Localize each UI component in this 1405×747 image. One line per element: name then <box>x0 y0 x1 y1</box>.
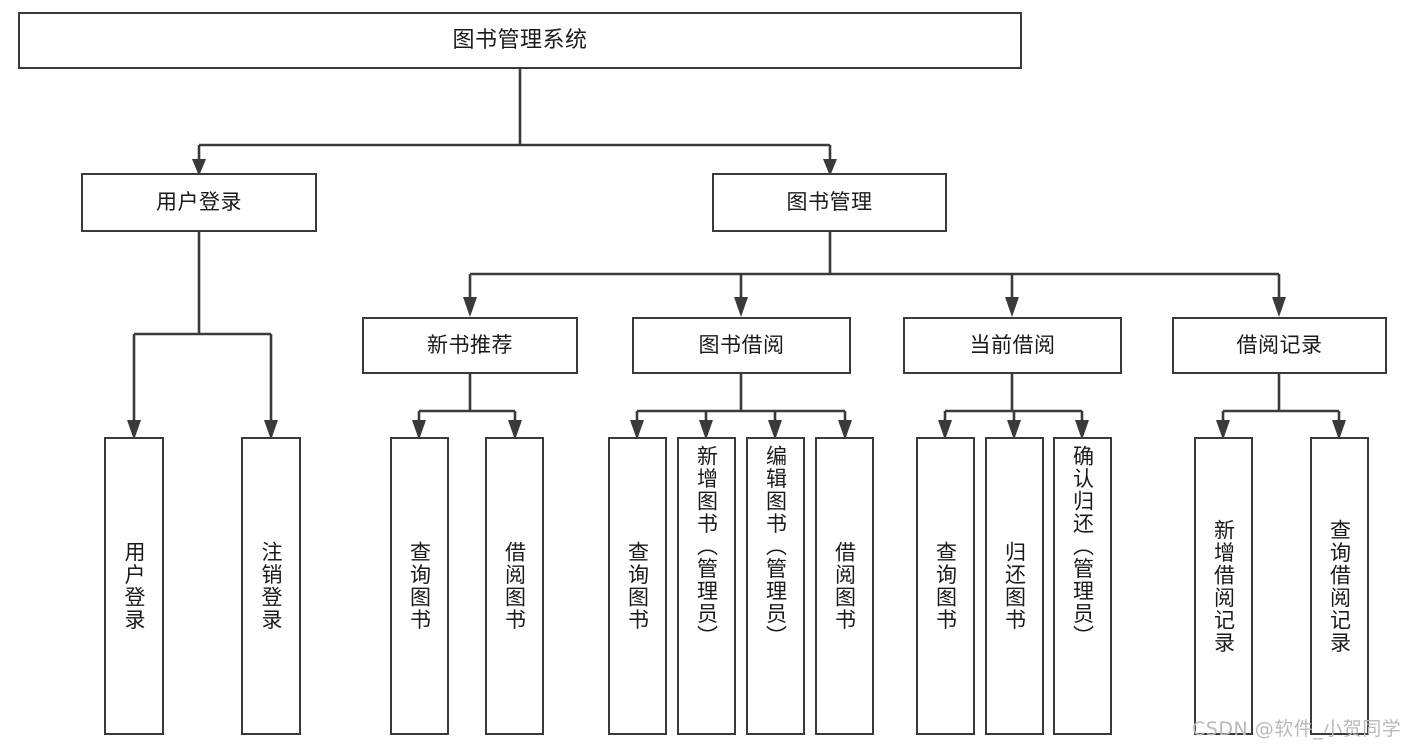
node-user-login[interactable]: 用户登录 <box>81 173 317 232</box>
node-leaf-borrow-book-2-label: 借阅图书 <box>832 541 857 631</box>
node-leaf-query-record[interactable]: 查询借阅记录 <box>1310 437 1369 735</box>
node-current-borrow[interactable]: 当前借阅 <box>903 317 1122 374</box>
node-leaf-query-book-2[interactable]: 查询图书 <box>608 437 667 735</box>
node-leaf-user-logout-label: 注销登录 <box>259 541 284 631</box>
node-leaf-user-login-label: 用户登录 <box>122 541 147 631</box>
node-leaf-query-book-2-label: 查询图书 <box>625 541 650 631</box>
node-root-label: 图书管理系统 <box>452 27 588 53</box>
node-book-manage-label: 图书管理 <box>786 190 873 215</box>
node-leaf-query-book-3[interactable]: 查询图书 <box>916 437 975 735</box>
node-leaf-query-book-1[interactable]: 查询图书 <box>390 437 449 735</box>
node-root[interactable]: 图书管理系统 <box>18 12 1022 69</box>
node-user-login-label: 用户登录 <box>156 190 242 215</box>
node-book-manage[interactable]: 图书管理 <box>712 173 947 232</box>
node-leaf-user-login[interactable]: 用户登录 <box>104 437 164 735</box>
node-leaf-user-logout[interactable]: 注销登录 <box>241 437 301 735</box>
node-leaf-return-book[interactable]: 归还图书 <box>985 437 1044 735</box>
node-leaf-edit-book[interactable]: 编辑图书（管理员） <box>746 437 805 735</box>
node-book-borrow[interactable]: 图书借阅 <box>632 317 851 374</box>
node-leaf-confirm-return-label: 确认归还（管理员） <box>1070 445 1095 648</box>
csdn-watermark: CSDN @软件_小贺同学 <box>1192 718 1402 740</box>
node-new-book-rec-label: 新书推荐 <box>427 333 513 358</box>
node-borrow-record[interactable]: 借阅记录 <box>1172 317 1387 374</box>
node-leaf-borrow-book-2[interactable]: 借阅图书 <box>815 437 874 735</box>
node-new-book-rec[interactable]: 新书推荐 <box>362 317 578 374</box>
node-leaf-query-record-label: 查询借阅记录 <box>1327 518 1352 654</box>
node-leaf-return-book-label: 归还图书 <box>1002 541 1027 631</box>
node-current-borrow-label: 当前借阅 <box>969 333 1056 358</box>
node-borrow-record-label: 借阅记录 <box>1236 333 1323 358</box>
node-leaf-query-book-3-label: 查询图书 <box>933 541 958 631</box>
node-leaf-edit-book-label: 编辑图书（管理员） <box>763 445 788 648</box>
node-book-borrow-label: 图书借阅 <box>698 333 785 358</box>
node-leaf-borrow-book-1-label: 借阅图书 <box>502 541 527 631</box>
node-leaf-confirm-return[interactable]: 确认归还（管理员） <box>1053 437 1112 735</box>
node-leaf-borrow-book-1[interactable]: 借阅图书 <box>485 437 544 735</box>
node-leaf-add-record-label: 新增借阅记录 <box>1211 518 1236 654</box>
node-leaf-add-book[interactable]: 新增图书（管理员） <box>677 437 736 735</box>
node-leaf-query-book-1-label: 查询图书 <box>407 541 432 631</box>
node-leaf-add-book-label: 新增图书（管理员） <box>694 445 719 648</box>
node-leaf-add-record[interactable]: 新增借阅记录 <box>1194 437 1253 735</box>
